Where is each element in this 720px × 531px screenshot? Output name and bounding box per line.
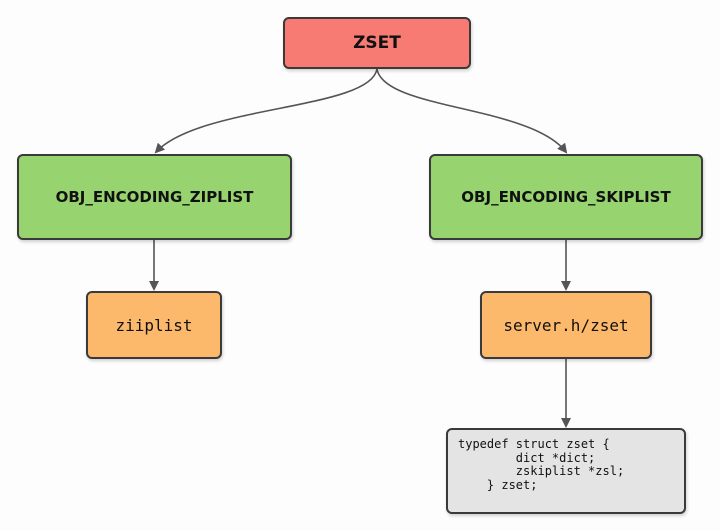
node-zset: ZSET bbox=[283, 17, 471, 69]
code-line: zskiplist *zsl; bbox=[458, 464, 625, 478]
code-line: dict *dict; bbox=[458, 450, 596, 465]
node-server-h-zset: server.h/zset bbox=[480, 291, 652, 359]
node-obj-encoding-ziplist-label: OBJ_ENCODING_ZIPLIST bbox=[55, 188, 254, 206]
node-zset-label: ZSET bbox=[353, 33, 401, 53]
node-server-h-zset-label: server.h/zset bbox=[503, 315, 629, 335]
node-obj-encoding-ziplist: OBJ_ENCODING_ZIPLIST bbox=[17, 154, 292, 240]
node-ziiplist: ziiplist bbox=[86, 291, 222, 359]
node-zset-struct-code: typedef struct zset { dict *dict; zskipl… bbox=[446, 428, 686, 514]
node-obj-encoding-skiplist-label: OBJ_ENCODING_SKIPLIST bbox=[461, 188, 671, 206]
code-line: } zset; bbox=[458, 477, 538, 492]
node-obj-encoding-skiplist: OBJ_ENCODING_SKIPLIST bbox=[429, 154, 703, 240]
code-line: typedef struct zset { bbox=[458, 437, 610, 451]
edge-zset-to-skiplist bbox=[376, 68, 568, 154]
node-ziiplist-label: ziiplist bbox=[115, 315, 193, 335]
edge-zset-to-ziplist bbox=[154, 68, 378, 154]
